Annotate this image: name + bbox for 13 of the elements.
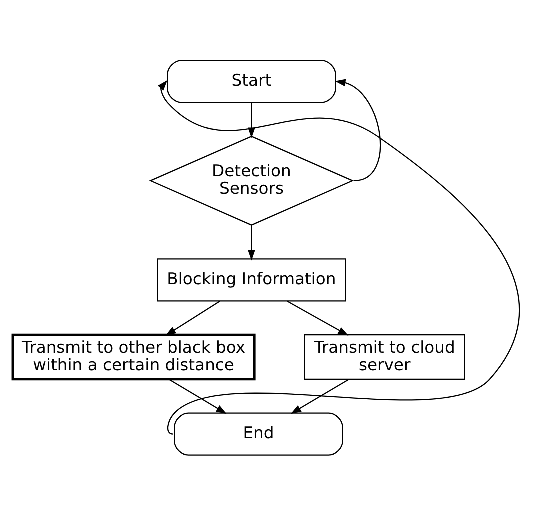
- node-diamond: Detection Sensors: [149, 135, 354, 226]
- arrow: [168, 378, 227, 414]
- arrow: [248, 224, 256, 260]
- node-box: End: [174, 412, 344, 456]
- arrow: [158, 80, 520, 434]
- arrow: [287, 300, 349, 336]
- arrow: [335, 78, 382, 182]
- arrow: [166, 300, 220, 336]
- node-box: Blocking Information: [157, 258, 346, 302]
- arrow: [290, 378, 350, 414]
- node-box: Transmit to other black box within a certain distance: [12, 333, 256, 380]
- node-box: Transmit to cloud server: [304, 334, 466, 380]
- node-box: Start: [167, 60, 336, 103]
